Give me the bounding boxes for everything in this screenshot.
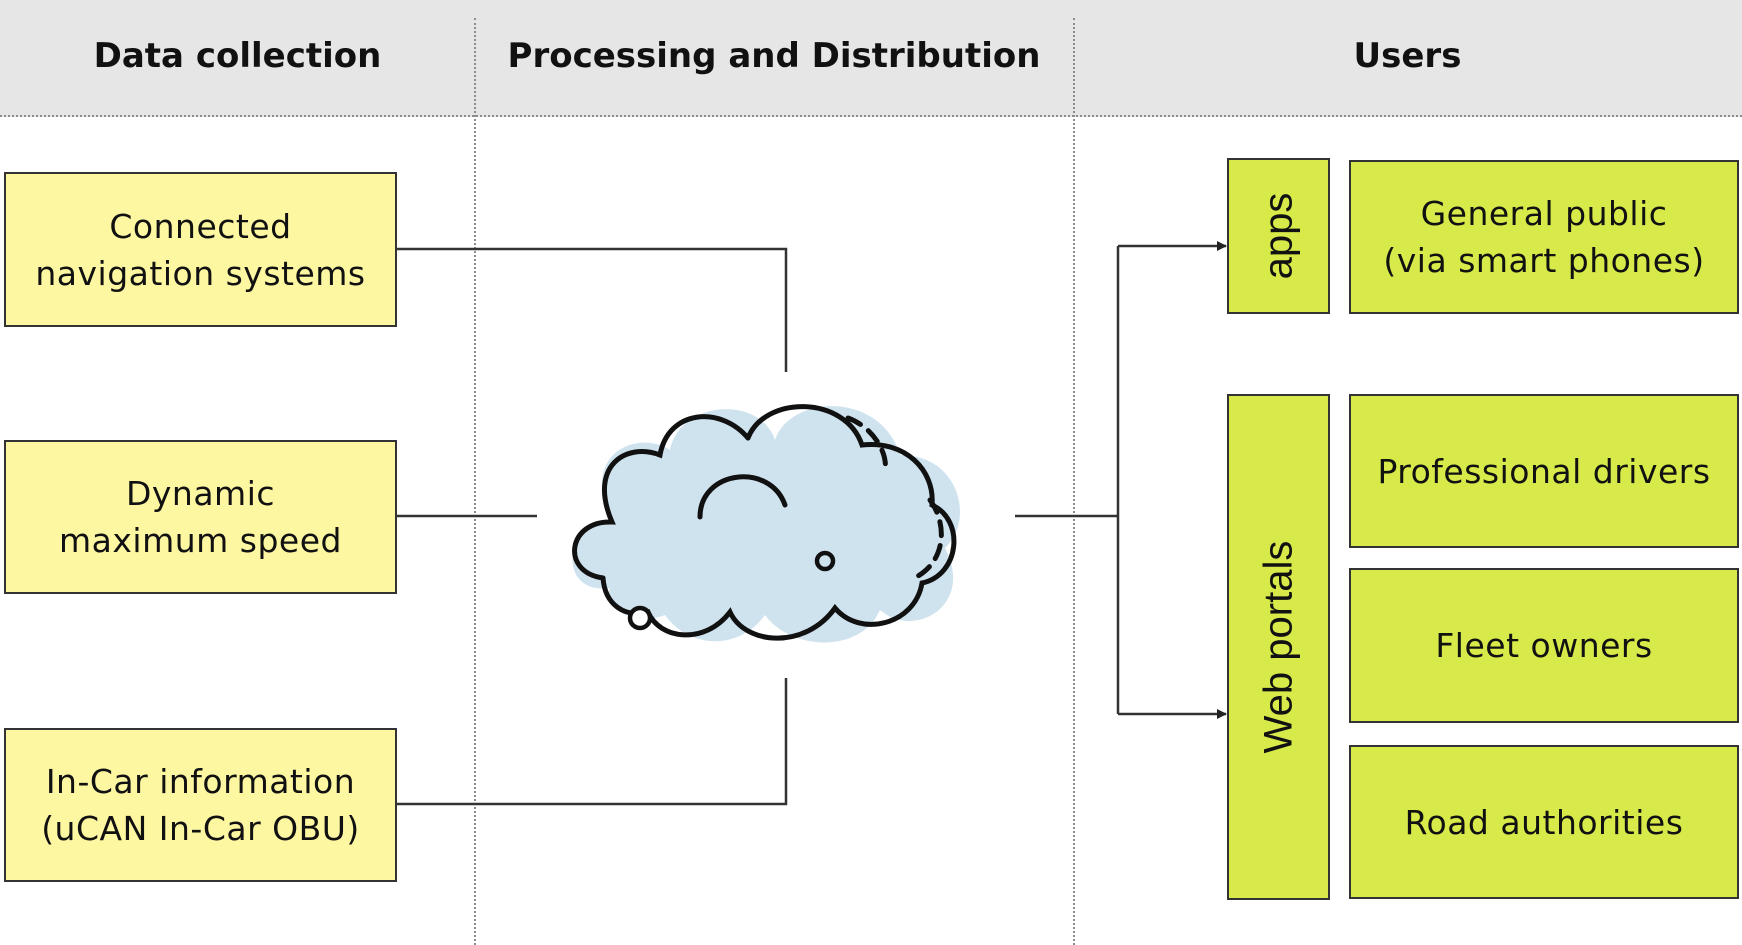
cloud-icon [572, 404, 960, 643]
channel-web-portals: Web portals [1227, 394, 1330, 900]
channel-apps: apps [1227, 158, 1330, 314]
user-road-authorities: Road authorities [1349, 745, 1739, 899]
user-general-public: General public (via smart phones) [1349, 160, 1739, 314]
user-fleet-owners: Fleet owners [1349, 568, 1739, 723]
source-dynamic-max-speed: Dynamic maximum speed [4, 440, 397, 594]
source-in-car-information: In-Car information (uCAN In-Car OBU) [4, 728, 397, 882]
channel-apps-label: apps [1256, 192, 1300, 280]
header-processing: Processing and Distribution [507, 36, 1041, 76]
header-data-collection: Data collection [93, 36, 382, 76]
connector-source-1 [397, 247, 788, 372]
column-divider [474, 18, 476, 945]
user-professional-drivers: Professional drivers [1349, 394, 1739, 548]
source-connected-navigation: Connected navigation systems [4, 172, 397, 327]
header-users: Users [1353, 36, 1462, 76]
header-band [0, 0, 1742, 117]
column-divider [1073, 18, 1075, 945]
connector-source-3 [397, 678, 788, 806]
channel-web-portals-label: Web portals [1256, 540, 1300, 754]
